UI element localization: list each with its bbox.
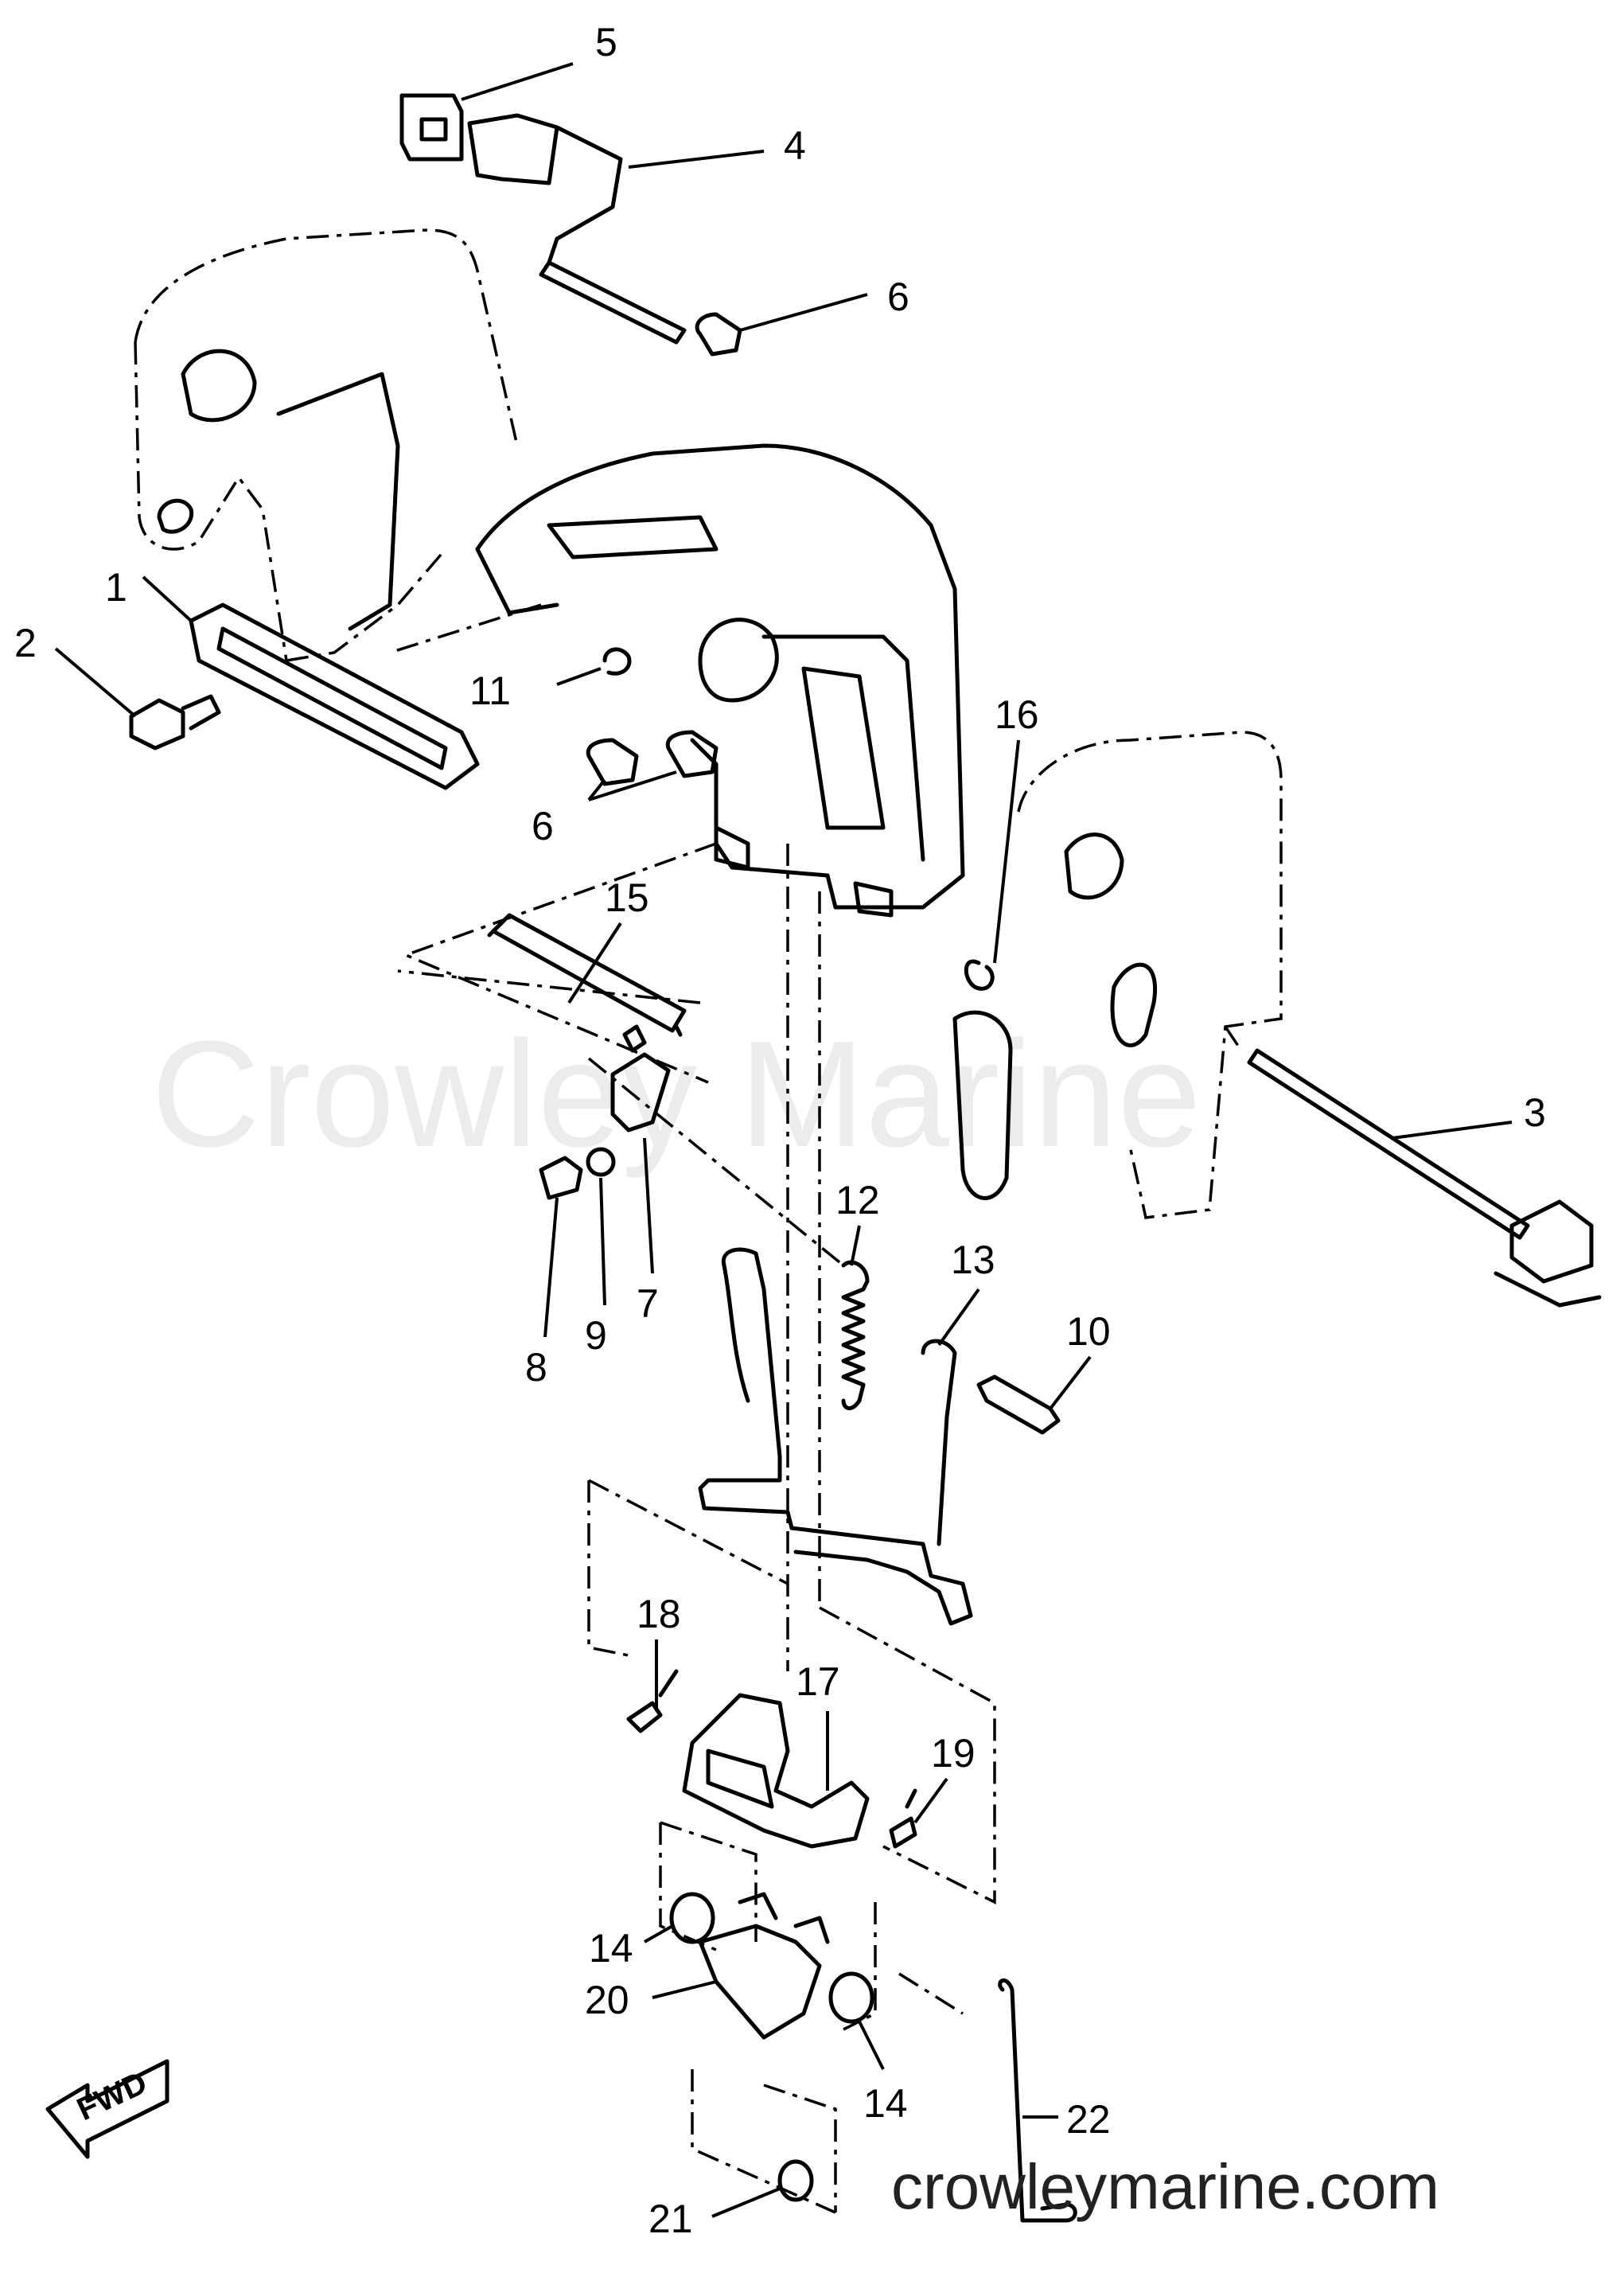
- callout-15: 15: [605, 875, 649, 920]
- callout-14-right: 14: [863, 2081, 908, 2126]
- callout-leaders: [54, 62, 1513, 2218]
- part-bolt-10: [976, 1374, 1061, 1435]
- part-spring-19: [889, 1788, 917, 1849]
- callout-8: 8: [525, 1345, 547, 1390]
- website-url: crowleymarine.com: [891, 2151, 1439, 2222]
- assembly-guide-lines: [389, 603, 1243, 2214]
- part-bushing-left: [586, 738, 639, 786]
- part-bushing-upper: [695, 312, 742, 357]
- part-spring-18: [626, 1669, 679, 1733]
- callout-18: 18: [637, 1592, 681, 1636]
- callout-19: 19: [931, 1731, 976, 1776]
- part-washer-9: [586, 1147, 616, 1177]
- callout-9: 9: [585, 1313, 607, 1358]
- callout-21: 21: [648, 2197, 693, 2241]
- part-bracket-20: [698, 1892, 830, 2040]
- callout-17: 17: [796, 1659, 840, 1704]
- callout-6-lower: 6: [532, 804, 554, 848]
- callout-1: 1: [105, 565, 127, 610]
- part-collar-14-right: [828, 1971, 874, 2024]
- callout-20: 20: [585, 1978, 629, 2022]
- part-wire-22: [998, 1979, 1077, 2223]
- callout-14-left: 14: [589, 1926, 633, 1971]
- callout-numbers: 1 2 3 4 5 6 6 7 8 9 10 11 12 13 14 14 15…: [14, 20, 1546, 2241]
- part-lock-plate-17: [682, 1693, 870, 1849]
- callout-12: 12: [835, 1178, 880, 1222]
- part-tilt-lever: [467, 113, 687, 345]
- callout-2: 2: [14, 621, 37, 665]
- swivel-bracket: [475, 443, 965, 918]
- fwd-label: FWD: [72, 2065, 152, 2127]
- callout-22: 22: [1066, 2097, 1111, 2142]
- part-rod-3: [1247, 1048, 1602, 1308]
- forward-direction-arrow: FWD: [45, 2059, 169, 2159]
- part-bushing-right: [665, 730, 719, 778]
- callout-10: 10: [1066, 1309, 1111, 1354]
- part-lever-assembly-13: [698, 1247, 973, 1626]
- part-collar-14-left: [669, 1892, 715, 1944]
- part-circlip-16: [964, 959, 995, 991]
- callout-3: 3: [1524, 1090, 1546, 1135]
- part-clip-11: [602, 647, 632, 676]
- part-bushing-21: [777, 2159, 814, 2202]
- callout-4: 4: [784, 123, 806, 168]
- part-stopper-7: [610, 1024, 671, 1133]
- callout-7: 7: [637, 1281, 659, 1326]
- callout-13: 13: [951, 1238, 995, 1282]
- part-shaft-15: [487, 913, 687, 1037]
- callout-16: 16: [995, 692, 1039, 737]
- callout-11: 11: [469, 669, 511, 713]
- part-friction-plate: [189, 602, 480, 790]
- ghost-right-clamp-bracket: [952, 731, 1283, 1219]
- watermark: Crowley Marine: [151, 1010, 1201, 1179]
- part-spring-12: [841, 1260, 870, 1410]
- part-bolt-2: [129, 694, 221, 750]
- part-grip: [399, 93, 464, 162]
- callout-5: 5: [595, 20, 617, 64]
- part-screw-8: [539, 1156, 583, 1200]
- callout-6-upper: 6: [887, 275, 909, 319]
- ghost-left-clamp-bracket: [134, 228, 519, 662]
